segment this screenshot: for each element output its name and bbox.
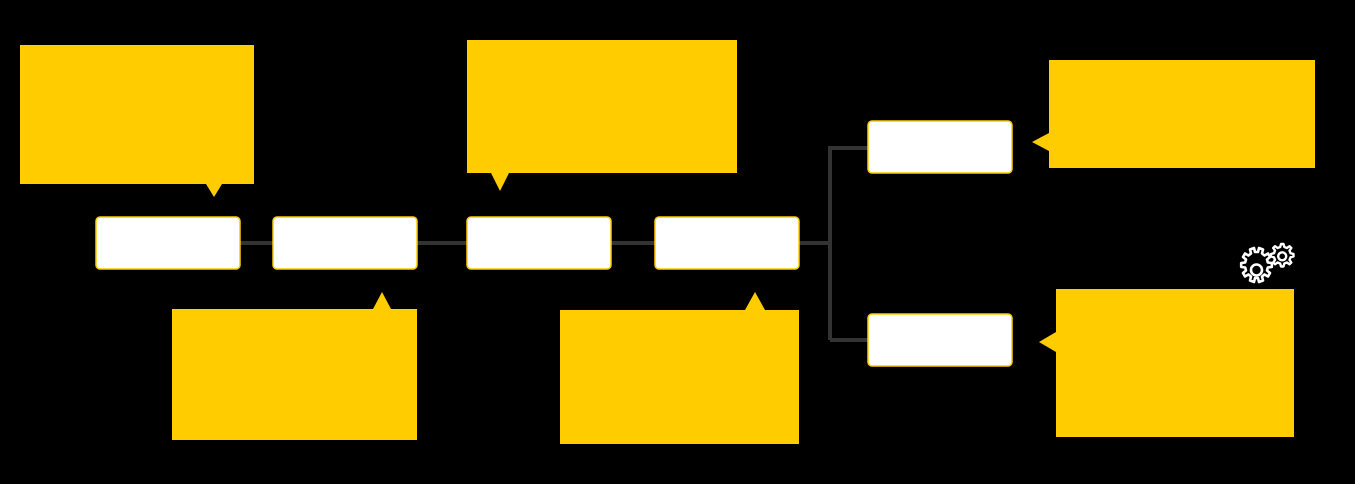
gear-small-icon (1269, 242, 1295, 268)
branch-top[interactable] (867, 120, 1013, 174)
gear-icon (1239, 242, 1295, 284)
step-4[interactable] (654, 216, 800, 270)
callout-6 (1039, 289, 1294, 437)
callout-4 (560, 292, 799, 444)
callout-1 (20, 45, 254, 197)
step-1[interactable] (95, 216, 241, 270)
gear-large-icon (1239, 246, 1274, 284)
step-3[interactable] (466, 216, 612, 270)
connectors (240, 146, 868, 342)
callout-5 (1032, 60, 1315, 168)
step-2[interactable] (272, 216, 418, 270)
callout-2 (467, 40, 737, 191)
callout-3 (172, 292, 417, 440)
branch-bottom[interactable] (867, 313, 1013, 367)
